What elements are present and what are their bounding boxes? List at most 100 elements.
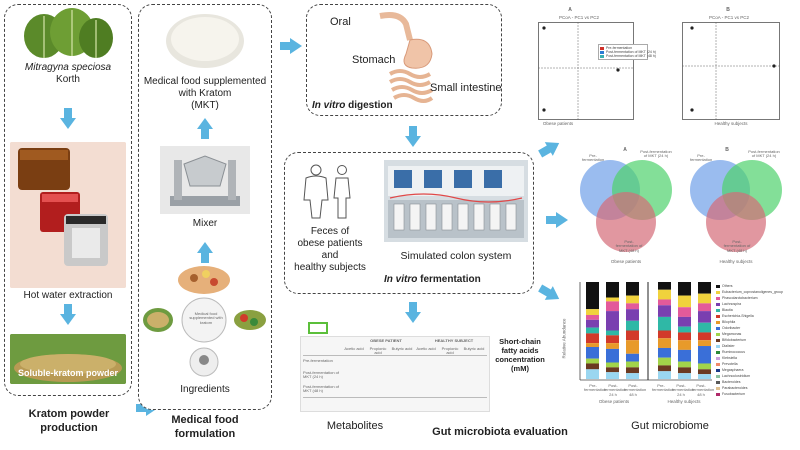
metabolites-table: OBESE PATIENT HEALTHY SUBJECT Acetic aci…: [300, 336, 490, 412]
microbiome-legend-item: Ruminococcus: [716, 350, 798, 356]
feces-label-line1: Feces of: [310, 226, 350, 237]
pcoa-left-point-pre: [542, 26, 546, 30]
microbiome-bar-segment: [606, 372, 619, 379]
arrow-down-2: [60, 304, 76, 325]
feces-label-line4: healthy subjects: [294, 262, 366, 273]
mkt-product-label-line2: with Kratom: [178, 88, 232, 99]
ingredients-cluster: [143, 266, 266, 377]
colon-system-label: Simulated colon system: [400, 250, 512, 262]
microbiome-bar-segment: [626, 320, 639, 331]
venn-right-caption: Healthy subjects: [719, 259, 753, 264]
venn-right-letter: B: [725, 147, 729, 153]
microbiome-bar-segment: [586, 319, 599, 328]
microbiome-bar-segment: [606, 282, 619, 298]
oral-label: Oral: [330, 16, 351, 28]
fermentation-title: In vitro fermentation: [384, 274, 481, 285]
arrow-down-digestion-to-fermentation: [405, 126, 421, 147]
hot-water-extraction-photo: [10, 142, 126, 288]
microbiome-bar-segment: [698, 374, 711, 379]
fermentation-title-rest: fermentation: [417, 274, 481, 285]
kratom-production-caption-line2: production: [40, 422, 98, 434]
microbiome-bar-segment: [606, 335, 619, 344]
microbiome-group-obese: Obese patients: [598, 399, 630, 404]
microbiome-bar-segment: [678, 316, 691, 327]
microbiome-bar-segment: [698, 303, 711, 312]
microbiome-bar-segment: [678, 282, 691, 296]
scfa-line3: concentration: [495, 355, 545, 364]
soluble-kratom-powder-label: Soluble-kratom powder: [17, 368, 118, 378]
venn-left-letter: A: [623, 147, 627, 153]
pcoa-legend-24: Post-fermentation of MKT (24 h): [600, 50, 656, 54]
microbiome-bar-segment: [698, 346, 711, 364]
venn-left-set-48: [596, 192, 656, 252]
mkt-product-label-line1: Medical food supplemented: [143, 76, 267, 87]
microbiome-bar-segment: [586, 346, 599, 359]
venn-left-caption: Obese patients: [610, 259, 642, 264]
microbiome-legend-item: Blautia: [716, 308, 798, 314]
microbiome-bar-segment: [586, 343, 599, 347]
microbiome-legend-item: Klebsiella: [716, 356, 798, 362]
pcoa-left-title: PCoA - PC1 vs PC2: [558, 15, 599, 20]
microbiome-bar-segment: [586, 369, 599, 379]
microbiome-bar-segment: [678, 332, 691, 341]
obese-and-healthy-silhouettes: [303, 164, 351, 219]
microbiome-bar-label-1: Pre-fermentation: [584, 383, 607, 393]
microbiome-bar-segment: [586, 363, 599, 370]
microbiome-bar-segment: [678, 367, 691, 374]
microbiome-bar-segment: [658, 289, 671, 300]
microbiome-bar-segment: [678, 295, 691, 308]
microbiome-bar-segment: [626, 340, 639, 354]
pcoa-left-letter: A: [568, 7, 572, 13]
microbiome-bar-segment: [606, 330, 619, 336]
pcoa-legend-pre: Pre-fermentation: [600, 46, 646, 50]
kratom-leaves-image: [24, 8, 113, 58]
arrow-down-1: [60, 108, 76, 129]
small-intestine-label: Small intestine: [430, 82, 502, 94]
pcoa-right-letter: B: [726, 7, 730, 13]
microbiome-bar-segment: [606, 301, 619, 312]
ingredients-label: Ingredients: [180, 384, 230, 395]
microbiome-bar-segment: [698, 340, 711, 347]
pcoa-right-point-24: [772, 64, 776, 68]
microbiome-bar-segment: [586, 333, 599, 344]
pcoa-right-title: PCoA - PC1 vs PC2: [708, 15, 749, 20]
plant-author: Korth: [56, 74, 80, 85]
microbiome-ylabel: Relative Abundance: [561, 318, 567, 359]
venn-right: [690, 160, 782, 252]
microbiome-bar-segment: [658, 371, 671, 379]
digestion-title: In vitro digestion: [312, 100, 393, 111]
pcoa-left-xlabel: Obese patients: [542, 121, 574, 126]
microbiome-legend-item: Fusobacterium: [716, 392, 798, 398]
microbiome-bar-segment: [606, 311, 619, 331]
stomach-label: Stomach: [352, 54, 396, 66]
microbiome-group-healthy: Healthy subjects: [667, 399, 701, 404]
pcoa-right-point-48: [690, 108, 694, 112]
feces-label-line3: and: [321, 250, 339, 261]
plant-name: Mitragyna speciosa: [24, 62, 112, 73]
venn-right-label-24: Post-fermentation of MKT (24 h): [748, 149, 780, 159]
pcoa-right-plot: [682, 22, 780, 120]
simulated-colon-system-photo: [384, 160, 528, 242]
microbiome-bar-segment: [606, 367, 619, 373]
table-col-5: Propionic acid: [441, 346, 459, 356]
gut-microbiota-evaluation-caption: Gut microbiota evaluation: [432, 426, 568, 438]
microbiome-bar-segment: [626, 295, 639, 304]
arrow-up-1: [197, 118, 213, 139]
microbiome-bar-segment: [626, 373, 639, 379]
pcoa-left-plot: [538, 22, 634, 120]
microbiome-legend-item: Parabacteroides: [716, 386, 798, 392]
microbiome-bar-label-4: Pre-fermentation: [652, 383, 675, 393]
pcoa-right-point-pre: [690, 26, 694, 30]
microbiome-bar-label-2: Post-fermentation 24 h: [604, 383, 627, 397]
table-row-2: Post-fermentation of MKT (24 h): [303, 370, 340, 380]
microbiome-bar-segment: [698, 369, 711, 375]
microbiome-bar-segment: [626, 303, 639, 310]
microbiome-bar-segment: [658, 305, 671, 317]
microbiome-legend-item: Prevotella: [716, 362, 798, 368]
mixer-label: Mixer: [192, 218, 218, 229]
table-row-3: Post-fermentation of MKT (48 h): [303, 384, 340, 394]
table-group-healthy: HEALTHY SUBJECT: [434, 338, 474, 343]
pcoa-legend-48: Post-fermentation of MKT (48 h): [600, 54, 656, 58]
microbiome-legend-item: Bacteroides: [716, 380, 798, 386]
microbiome-legend-item: Bilophila: [716, 320, 798, 326]
